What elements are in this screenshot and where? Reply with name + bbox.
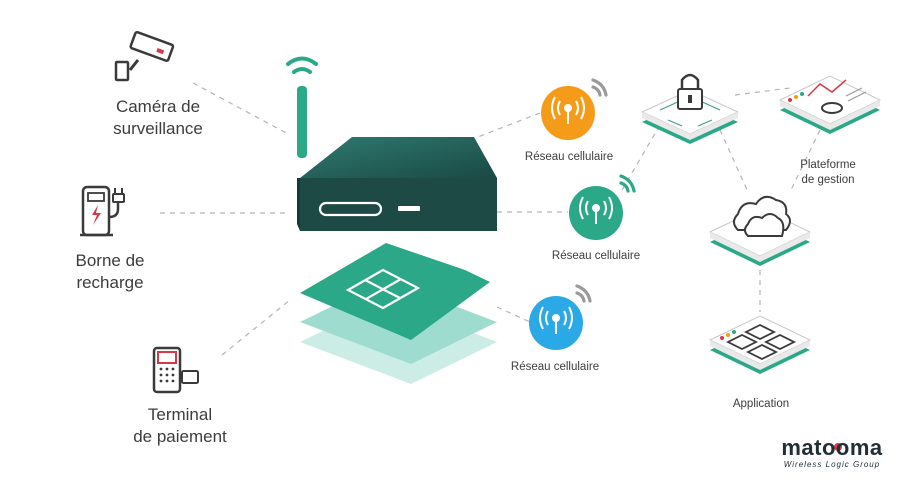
device-label-line: recharge <box>76 273 144 292</box>
payment-terminal-icon <box>152 346 199 394</box>
cloud-icon <box>733 195 791 237</box>
network-label-orange: Réseau cellulaire <box>524 151 614 163</box>
matooma-logo: matooma Wireless Logic Group <box>766 436 898 470</box>
platform-label-line: de gestion <box>801 174 855 186</box>
sim-card-stack <box>300 243 497 384</box>
device-label-line: Terminal <box>147 405 213 424</box>
padlock-icon <box>677 73 703 110</box>
connector-lines <box>160 82 821 356</box>
platform-tile <box>778 75 882 134</box>
device-label-terminal: Terminal de paiement <box>100 404 260 448</box>
device-label-line: de paiement <box>133 427 227 446</box>
application-tile <box>708 315 812 374</box>
cellular-node-teal <box>569 174 636 240</box>
cellular-node-blue <box>529 284 592 350</box>
sim-chip-icon <box>345 268 421 310</box>
device-label-line: surveillance <box>113 119 203 138</box>
cellular-node-orange <box>541 78 608 140</box>
application-label: Application <box>732 398 790 410</box>
device-label-line: Borne de <box>75 251 145 270</box>
security-camera-icon <box>114 30 175 82</box>
platform-label: Plateforme de gestion <box>778 158 878 188</box>
logo-name: matooma <box>781 435 883 460</box>
network-label-blue: Réseau cellulaire <box>510 361 600 373</box>
security-tile <box>640 73 740 144</box>
ev-charger-icon <box>80 185 125 237</box>
antenna-wifi-icon <box>286 56 318 74</box>
device-label-camera: Caméra de surveillance <box>78 96 238 140</box>
logo-tagline: Wireless Logic Group <box>783 460 881 469</box>
network-label-teal: Réseau cellulaire <box>551 250 641 262</box>
logo-mark <box>834 443 842 451</box>
device-label-line: Caméra de <box>115 97 201 116</box>
platform-label-line: Plateforme <box>800 159 856 171</box>
cloud-tile <box>708 195 812 266</box>
device-label-charger: Borne de recharge <box>40 250 180 294</box>
app-grid-icon <box>725 323 797 361</box>
router-device <box>286 56 497 231</box>
dashboard-chart-icon <box>788 79 867 114</box>
